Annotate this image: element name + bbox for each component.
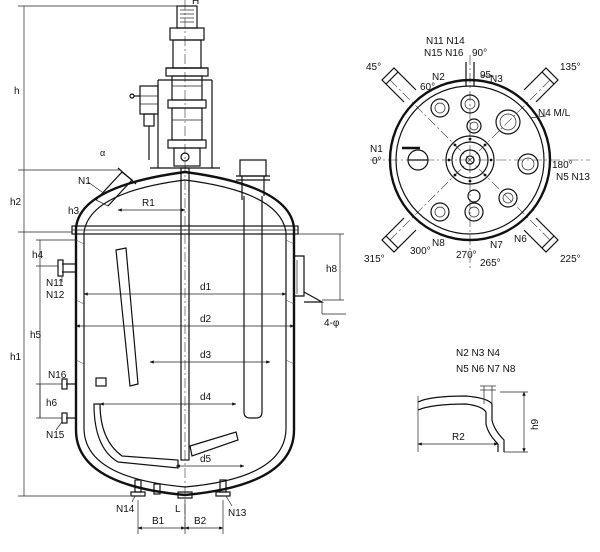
tv-a300: 300° — [410, 246, 431, 257]
label-N15: N15 — [46, 430, 65, 441]
jacket-nozzles-left — [57, 259, 107, 424]
label-B2: B2 — [194, 516, 207, 527]
label-N14: N14 — [116, 504, 135, 515]
tv-a95: 95 — [480, 70, 492, 81]
label-d1: d1 — [200, 282, 212, 293]
tv-N2: N2 — [432, 72, 445, 83]
tv-a315: 315° — [364, 254, 385, 265]
label-h6: h6 — [46, 398, 58, 409]
tv-a225: 225° — [560, 254, 581, 265]
label-R1: R1 — [142, 198, 155, 209]
tv-a270: 270° — [456, 250, 477, 261]
lug-support — [294, 255, 325, 303]
tv-N6: N6 — [514, 234, 527, 245]
agitator-shaft — [180, 167, 190, 461]
tv-N4ML: N4 M/L — [538, 108, 571, 119]
drive-assembly — [129, 5, 220, 169]
label-B1: B1 — [152, 516, 165, 527]
detail-view — [417, 385, 528, 453]
tv-a135: 135° — [560, 62, 581, 73]
tv-head1: N11 N14 — [426, 36, 465, 47]
label-h1: h1 — [10, 352, 22, 363]
vessel-inner — [83, 179, 287, 488]
tv-N3: N3 — [490, 74, 503, 85]
tv-a0: 0° — [372, 156, 382, 167]
anchor-agitator — [93, 403, 179, 469]
top-view — [370, 55, 590, 270]
thermowell — [115, 247, 139, 387]
label-four-phi: 4-φ — [324, 318, 340, 329]
tv-a90: 90° — [472, 48, 487, 59]
label-h8: h8 — [326, 264, 338, 275]
front-section-view — [18, 0, 346, 534]
label-N1: N1 — [78, 176, 91, 187]
label-h5: h5 — [30, 330, 42, 341]
detail-h9: h9 — [530, 418, 541, 430]
tv-a180: 180° — [552, 160, 573, 171]
label-h2: h2 — [10, 197, 22, 208]
nozzle-n1 — [95, 167, 137, 207]
label-N12: N12 — [46, 290, 65, 301]
label-h3: h3 — [68, 206, 80, 217]
label-h: h — [14, 86, 20, 97]
label-N11: N11 — [46, 278, 64, 289]
tv-head2: N15 N16 — [424, 48, 464, 59]
tv-N7: N7 — [490, 240, 503, 251]
detail-line2: N5 N6 N7 N8 — [456, 364, 516, 375]
label-N13: N13 — [228, 508, 247, 519]
tv-a265: 265° — [480, 258, 501, 269]
lug-arms — [381, 67, 559, 253]
tv-a45: 45° — [366, 62, 381, 73]
label-d4: d4 — [200, 392, 212, 403]
label-L: L — [175, 504, 181, 515]
dip-pipe — [243, 196, 263, 419]
bottom-nozzles — [130, 479, 231, 499]
tv-a60: 60° — [420, 82, 435, 93]
nozzle-circles — [430, 94, 539, 222]
label-N16: N16 — [48, 370, 67, 381]
tv-N8: N8 — [432, 238, 445, 249]
label-H: H — [192, 0, 199, 7]
label-d2: d2 — [200, 314, 212, 325]
label-d3: d3 — [200, 350, 212, 361]
nozzle-n5 — [236, 159, 270, 200]
wall-hatching — [75, 239, 295, 365]
tv-N5N13: N5 N13 — [556, 172, 590, 183]
detail-line1: N2 N3 N4 — [456, 348, 500, 359]
tv-N1: N1 — [370, 144, 383, 155]
label-d5: d5 — [200, 454, 212, 465]
label-h4: h4 — [32, 250, 44, 261]
detail-R2: R2 — [452, 432, 465, 443]
label-alpha: α — [100, 148, 105, 158]
